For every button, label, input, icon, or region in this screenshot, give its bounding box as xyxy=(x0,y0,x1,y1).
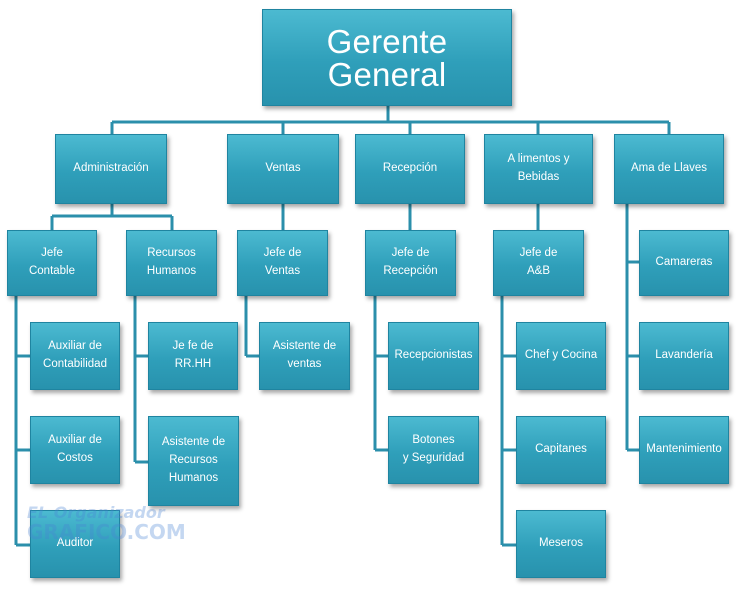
node-asistente-recursos-humanos: Asistente de Recursos Humanos xyxy=(148,416,239,506)
node-meseros: Meseros xyxy=(516,510,606,578)
node-jefe-ab: Jefe de A&B xyxy=(493,230,584,296)
node-jefe-rrhh: Je fe de RR.HH xyxy=(148,322,238,390)
node-capitanes: Capitanes xyxy=(516,416,606,484)
node-recepcionistas: Recepcionistas xyxy=(388,322,479,390)
node-alimentos-bebidas: A limentos y Bebidas xyxy=(484,134,593,204)
node-auxiliar-contabilidad: Auxiliar de Contabilidad xyxy=(30,322,120,390)
node-asistente-ventas: Asistente de ventas xyxy=(259,322,350,390)
node-auxiliar-costos: Auxiliar de Costos xyxy=(30,416,120,484)
node-mantenimiento: Mantenimiento xyxy=(639,416,729,484)
node-camareras: Camareras xyxy=(639,230,729,296)
node-recursos-humanos: Recursos Humanos xyxy=(126,230,217,296)
node-ventas: Ventas xyxy=(227,134,339,204)
node-lavanderia: Lavandería xyxy=(639,322,729,390)
node-botones-seguridad: Botones y Seguridad xyxy=(388,416,479,484)
node-recepcion: Recepción xyxy=(355,134,465,204)
node-auditor: Auditor xyxy=(30,510,120,578)
node-administracion: Administración xyxy=(55,134,167,204)
node-ama-de-llaves: Ama de Llaves xyxy=(614,134,724,204)
node-chef-cocina: Chef y Cocina xyxy=(516,322,606,390)
node-jefe-recepcion: Jefe de Recepción xyxy=(365,230,456,296)
node-jefe-ventas: Jefe de Ventas xyxy=(237,230,328,296)
node-jefe-contable: Jefe Contable xyxy=(7,230,97,296)
node-gerente-general: Gerente General xyxy=(262,9,512,106)
